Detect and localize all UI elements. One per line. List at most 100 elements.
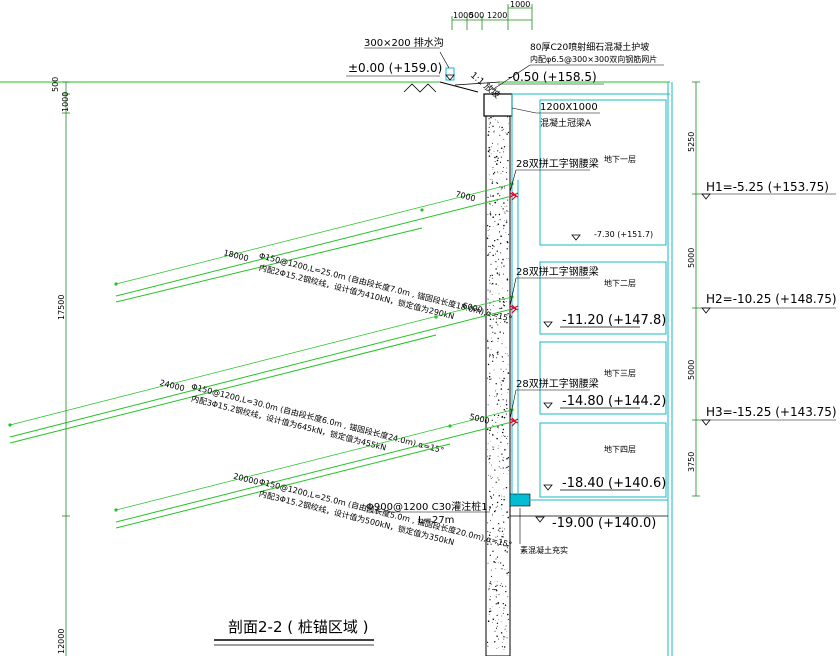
concrete-speckle (498, 274, 500, 276)
anchor-group: Φ150@1200,L=25.0m (自由段长度7.0m , 锚固段长度18.0… (8, 182, 517, 550)
concrete-speckle (489, 318, 492, 320)
concrete-speckle (488, 174, 490, 176)
concrete-speckle (487, 229, 489, 231)
concrete-speckle (492, 448, 494, 450)
concrete-speckle (506, 466, 508, 469)
concrete-speckle (503, 607, 505, 609)
concrete-speckle (500, 314, 502, 316)
concrete-speckle (493, 414, 496, 416)
right-dim-1: 5250 (687, 132, 696, 152)
floor-label-b4: 地下四层 (604, 444, 636, 454)
concrete-speckle (489, 305, 490, 307)
concrete-speckle (496, 556, 499, 558)
concrete-speckle (503, 148, 505, 150)
concrete-speckle (500, 173, 502, 175)
concrete-speckle (488, 152, 490, 154)
concrete-speckle (506, 205, 508, 207)
concrete-speckle (492, 618, 495, 621)
concrete-speckle (497, 562, 499, 564)
concrete-speckle (491, 182, 494, 184)
concrete-speckle (501, 206, 503, 208)
concrete-speckle (489, 531, 491, 533)
concrete-speckle (502, 208, 504, 210)
concrete-speckle (494, 390, 496, 392)
concrete-speckle (494, 160, 496, 163)
concrete-speckle (505, 368, 507, 370)
concrete-speckle (504, 636, 506, 638)
concrete-speckle (500, 147, 503, 149)
concrete-speckle (486, 224, 489, 227)
concrete-speckle (506, 637, 508, 639)
concrete-speckle (496, 393, 498, 395)
concrete-speckle (503, 528, 505, 530)
concrete-speckle (497, 399, 500, 401)
concrete-speckle (490, 116, 492, 119)
concrete-speckle (501, 453, 503, 455)
concrete-speckle (489, 509, 491, 511)
concrete-speckle (507, 353, 509, 355)
concrete-speckle (505, 346, 507, 348)
concrete-speckle (490, 610, 492, 612)
concrete-speckle (488, 118, 490, 120)
water-level-h3: H3=-15.25 (+143.75) (706, 405, 837, 419)
concrete-speckle (502, 536, 504, 538)
floor-labels: 地下一层 地下二层 地下三层 地下四层 (604, 154, 636, 454)
concrete-speckle (500, 388, 503, 390)
concrete-speckle (505, 257, 507, 259)
concrete-speckle (503, 265, 505, 267)
concrete-speckle (494, 240, 496, 242)
concrete-speckle (489, 290, 491, 292)
concrete-speckle (487, 254, 489, 257)
concrete-speckle (491, 337, 492, 339)
concrete-speckle (503, 434, 504, 436)
concrete-speckle (501, 262, 503, 264)
concrete-speckle (490, 478, 492, 480)
concrete-speckle (488, 610, 491, 613)
concrete-speckle (492, 356, 494, 358)
concrete-speckle (497, 121, 499, 123)
concrete-speckle (507, 575, 509, 577)
concrete-speckle (488, 356, 490, 358)
concrete-speckle (500, 406, 501, 408)
concrete-speckle (500, 156, 502, 158)
concrete-speckle (498, 293, 500, 295)
concrete-speckle (502, 459, 504, 462)
concrete-speckle (486, 237, 489, 240)
concrete-speckle (492, 181, 494, 183)
concrete-speckle (489, 596, 491, 597)
concrete-speckle (500, 620, 502, 622)
concrete-speckle (493, 446, 495, 448)
concrete-speckle (489, 354, 491, 356)
concrete-speckle (489, 325, 491, 327)
concrete-speckle (505, 486, 508, 489)
anchor-grout-body (115, 227, 423, 303)
concrete-speckle (498, 258, 500, 260)
concrete-speckle (505, 300, 507, 302)
concrete-speckle (487, 404, 489, 406)
concrete-speckle (503, 610, 505, 612)
concrete-speckle (494, 562, 496, 564)
concrete-speckle (489, 585, 491, 587)
concrete-speckle (489, 282, 491, 284)
concrete-speckle (490, 569, 492, 571)
concrete-speckle (506, 133, 508, 135)
concrete-speckle (488, 234, 490, 236)
top-dim-1: 1000 (453, 11, 473, 20)
concrete-speckle (497, 529, 500, 531)
concrete-speckle (492, 588, 494, 591)
concrete-speckle (487, 311, 489, 313)
concrete-speckle (490, 211, 491, 213)
concrete-speckle (500, 441, 502, 443)
concrete-speckle (502, 170, 504, 173)
concrete-speckle (487, 339, 489, 341)
concrete-speckle (499, 584, 501, 586)
concrete-speckle (492, 205, 493, 206)
concrete-speckle (488, 126, 490, 128)
concrete-speckle (489, 292, 491, 293)
concrete-speckle (492, 487, 494, 488)
right-dim-3: 5000 (687, 360, 696, 380)
concrete-speckle (488, 457, 491, 460)
concrete-speckle (505, 232, 507, 233)
concrete-speckle (506, 279, 509, 281)
